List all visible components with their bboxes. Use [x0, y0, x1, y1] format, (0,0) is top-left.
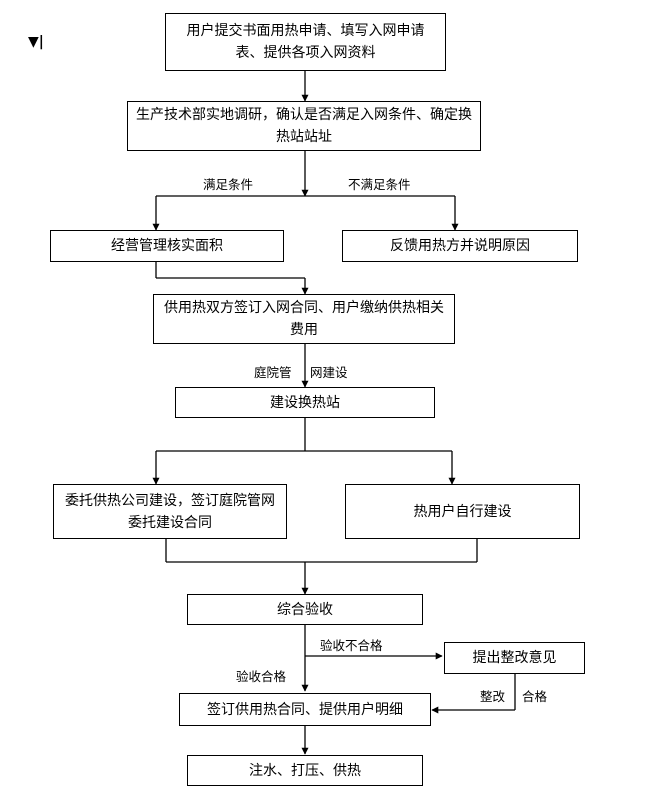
- node-apply: 用户提交书面用热申请、填写入网申请表、提供各项入网资料: [165, 13, 446, 71]
- node-entrust: 委托供热公司建设，签订庭院管网委托建设合同: [53, 484, 287, 539]
- node-survey: 生产技术部实地调研，确认是否满足入网条件、确定换热站站址: [127, 101, 481, 151]
- node-sign-supply: 签订供用热合同、提供用户明细: [179, 693, 431, 726]
- label-fix-right: 合格: [522, 689, 548, 704]
- label-fail: 验收不合格: [320, 638, 383, 653]
- label-pass: 验收合格: [236, 669, 287, 684]
- label-yard-left: 庭院管: [254, 365, 292, 380]
- node-acceptance: 综合验收: [187, 594, 423, 625]
- node-rectify: 提出整改意见: [444, 642, 585, 674]
- label-yard-right: 网建设: [310, 365, 348, 380]
- node-contract: 供用热双方签订入网合同、用户缴纳供热相关费用: [153, 294, 455, 344]
- node-self-build: 热用户自行建设: [345, 484, 580, 539]
- node-check-area: 经营管理核实面积: [50, 230, 284, 262]
- node-supply: 注水、打压、供热: [187, 755, 423, 786]
- corner-mark: ▼|: [28, 34, 44, 50]
- label-not-meet: 不满足条件: [348, 177, 411, 192]
- label-fix-left: 整改: [480, 689, 506, 704]
- label-meet: 满足条件: [203, 177, 254, 192]
- node-feedback: 反馈用热方并说明原因: [342, 230, 578, 262]
- node-build-station: 建设换热站: [175, 387, 435, 418]
